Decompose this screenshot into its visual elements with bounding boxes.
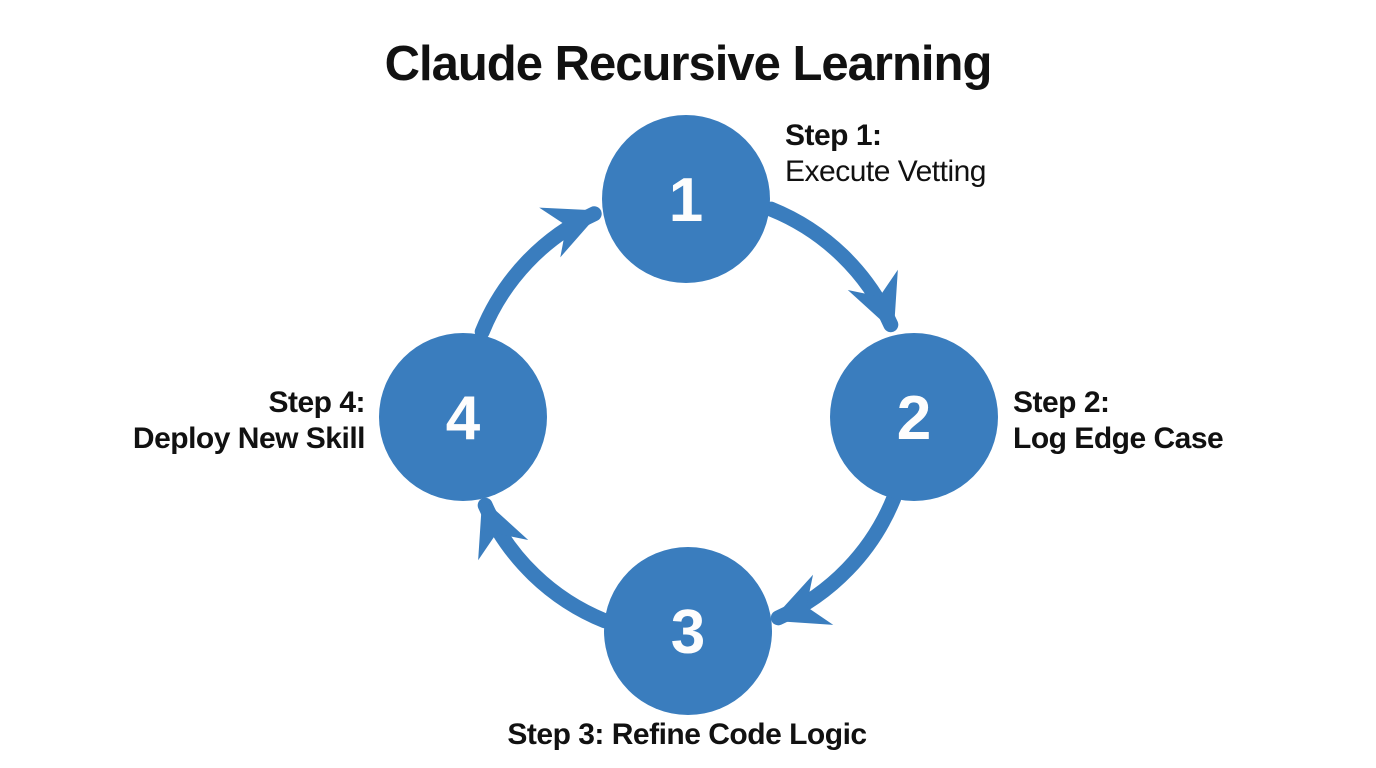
step-3-label-title: Step 3: Refine Code Logic — [507, 718, 866, 751]
step-1-circle — [602, 115, 770, 283]
step-1-label-subtitle: Execute Vetting — [785, 155, 986, 188]
step-4-label-subtitle: Deploy New Skill — [133, 422, 365, 455]
step-4-label-title: Step 4: — [268, 386, 365, 419]
step-circles: 1 2 3 4 — [379, 115, 998, 715]
step-2-label-subtitle: Log Edge Case — [1013, 422, 1223, 455]
cycle-arrows — [474, 201, 902, 629]
arrow-2-to-3-head-icon — [771, 574, 834, 625]
page-title: Claude Recursive Learning — [385, 37, 992, 91]
step-1-label-title: Step 1: — [785, 119, 882, 152]
step-2-label-title: Step 2: — [1013, 386, 1110, 419]
arrow-4-to-1-head-icon — [539, 207, 602, 258]
step-4-number: 4 — [446, 384, 481, 453]
step-2-circle — [830, 333, 998, 501]
arrow-1-to-2-head-icon — [847, 269, 898, 332]
step-2-number: 2 — [897, 384, 931, 453]
step-3-circle — [604, 547, 772, 715]
step-labels: Step 1: Execute Vetting Step 2: Log Edge… — [133, 119, 1224, 751]
step-3-number: 3 — [671, 598, 705, 667]
step-4-circle — [379, 333, 547, 501]
step-1-number: 1 — [669, 166, 703, 235]
arrow-3-to-4-head-icon — [478, 498, 529, 561]
